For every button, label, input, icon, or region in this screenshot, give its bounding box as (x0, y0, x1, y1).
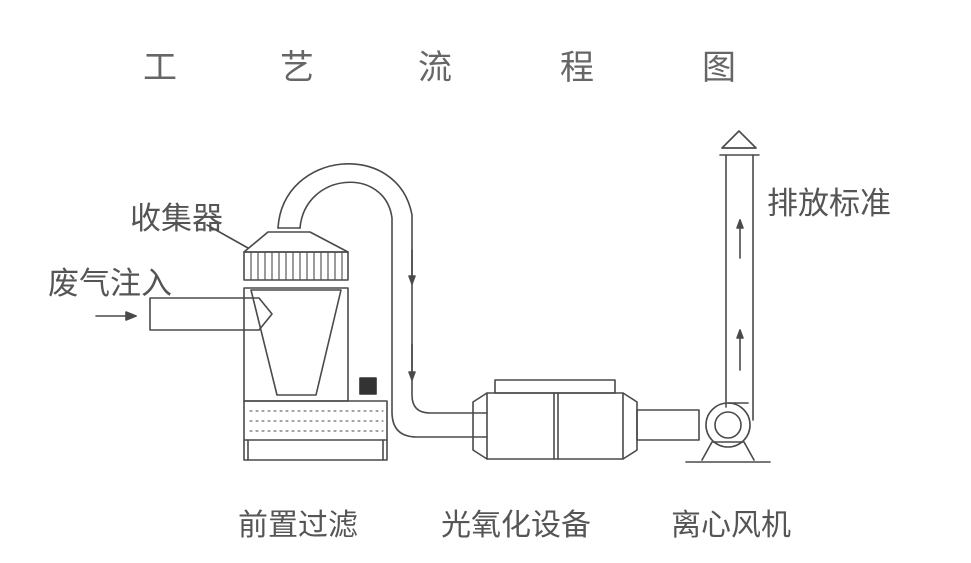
inlet-arrow (95, 311, 137, 321)
prefilter-control-box (359, 377, 377, 395)
exhaust-stack (719, 130, 760, 421)
title-char-5: 图 (702, 48, 736, 88)
fan-connector-pipe (636, 409, 700, 441)
photo-oxidation-unit (472, 379, 638, 460)
title-char-2: 艺 (280, 48, 314, 88)
curved-duct (277, 163, 488, 438)
label-centrifugal-fan: 离心风机 (671, 508, 791, 543)
centrifugal-fan (685, 402, 771, 463)
title-char-1: 工 (143, 48, 177, 88)
duct-arrow-1 (408, 249, 416, 285)
duct-arrow-2 (408, 343, 416, 381)
title-char-3: 流 (418, 48, 452, 88)
prefilter-unit (243, 287, 388, 461)
collector-hood (243, 231, 349, 281)
label-prefilter: 前置过滤 (238, 508, 358, 543)
title-char-4: 程 (560, 48, 594, 88)
stack-arrow-1 (736, 219, 744, 259)
label-collector: 收集器 (130, 201, 223, 237)
label-photo-oxidation: 光氧化设备 (441, 508, 591, 543)
label-emission-standard: 排放标准 (767, 186, 891, 222)
label-gas-inlet: 废气注入 (48, 266, 172, 302)
collector-leader-line (206, 224, 249, 249)
stack-arrow-2 (736, 329, 744, 371)
gas-inlet-pipe (149, 297, 273, 331)
